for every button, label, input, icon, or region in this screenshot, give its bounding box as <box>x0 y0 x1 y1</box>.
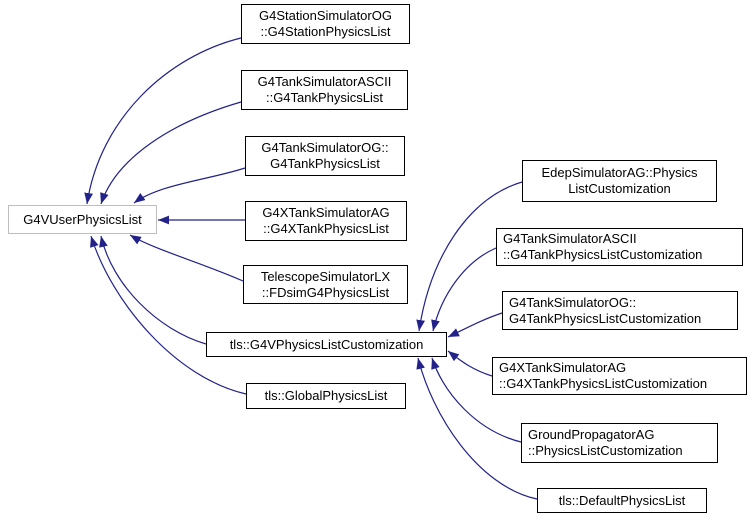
edge-tank-ascii-to-base <box>100 101 242 205</box>
node-label: GroundPropagatorAG ::PhysicsListCustomiz… <box>528 427 683 458</box>
node-label: TelescopeSimulatorLX ::FDsimG4PhysicsLis… <box>260 268 391 300</box>
edge-tank-og-to-base <box>133 167 246 204</box>
node-g4xtank-simulator-ag-physics-list[interactable]: G4XTankSimulatorAG ::G4XTankPhysicsList <box>245 201 407 241</box>
edge-tank-og-cust-to-customization <box>447 312 503 338</box>
edge-telescope-to-base <box>129 234 244 282</box>
node-label: G4StationSimulatorOG ::G4StationPhysicsL… <box>259 8 392 39</box>
edge-customization-to-base <box>99 235 207 345</box>
node-label: G4XTankSimulatorAG ::G4XTankPhysicsListC… <box>499 360 708 391</box>
edge-station-to-base <box>84 37 242 205</box>
node-edep-simulator-ag-customization[interactable]: EdepSimulatorAG::Physics ListCustomizati… <box>522 160 717 202</box>
node-tls-g4vphysicslist-customization[interactable]: tls::G4VPhysicsListCustomization <box>206 332 447 357</box>
node-g4tank-simulator-og-customization[interactable]: G4TankSimulatorOG:: G4TankPhysicsListCus… <box>502 291 738 330</box>
node-tls-global-physics-list[interactable]: tls::GlobalPhysicsList <box>246 383 406 409</box>
edge-ground-ag-to-customization <box>431 357 522 443</box>
node-label: G4TankSimulatorOG:: G4TankPhysicsList <box>261 140 389 171</box>
edge-tank-ascii-cust-to-customization <box>431 247 497 332</box>
node-label: tls::G4VPhysicsListCustomization <box>229 336 424 352</box>
node-label: G4TankSimulatorASCII ::G4TankPhysicsList <box>257 74 392 105</box>
node-g4vuserphysicslist: G4VUserPhysicsList <box>8 205 157 234</box>
node-label: tls::DefaultPhysicsList <box>558 492 686 508</box>
node-label: G4TankSimulatorASCII ::G4TankPhysicsList… <box>503 231 703 262</box>
node-g4xtank-simulator-ag-customization[interactable]: G4XTankSimulatorAG ::G4XTankPhysicsListC… <box>492 357 747 395</box>
node-label: G4TankSimulatorOG:: G4TankPhysicsListCus… <box>509 294 702 326</box>
edge-default-to-customization <box>416 357 538 500</box>
node-ground-propagator-ag-customization[interactable]: GroundPropagatorAG ::PhysicsListCustomiz… <box>521 423 718 463</box>
node-label: G4XTankSimulatorAG ::G4XTankPhysicsList <box>262 205 390 236</box>
node-tls-default-physics-list[interactable]: tls::DefaultPhysicsList <box>537 488 707 513</box>
node-telescope-simulator-lx-physics-list[interactable]: TelescopeSimulatorLX ::FDsimG4PhysicsLis… <box>243 265 408 304</box>
node-g4tank-simulator-ascii-customization[interactable]: G4TankSimulatorASCII ::G4TankPhysicsList… <box>496 228 743 266</box>
edge-xtank-ag-cust-to-customization <box>447 350 493 377</box>
node-label: G4VUserPhysicsList <box>23 211 142 227</box>
node-label: EdepSimulatorAG::Physics ListCustomizati… <box>541 165 698 196</box>
edge-global-to-base <box>90 235 247 395</box>
edge-edep-to-customization <box>416 181 523 332</box>
node-g4tank-simulator-og-physics-list[interactable]: G4TankSimulatorOG:: G4TankPhysicsList <box>245 136 405 176</box>
node-label: tls::GlobalPhysicsList <box>264 388 388 403</box>
node-g4tank-simulator-ascii-physics-list[interactable]: G4TankSimulatorASCII ::G4TankPhysicsList <box>241 70 408 110</box>
node-g4station-simulator-og-physics-list[interactable]: G4StationSimulatorOG ::G4StationPhysicsL… <box>241 4 410 44</box>
